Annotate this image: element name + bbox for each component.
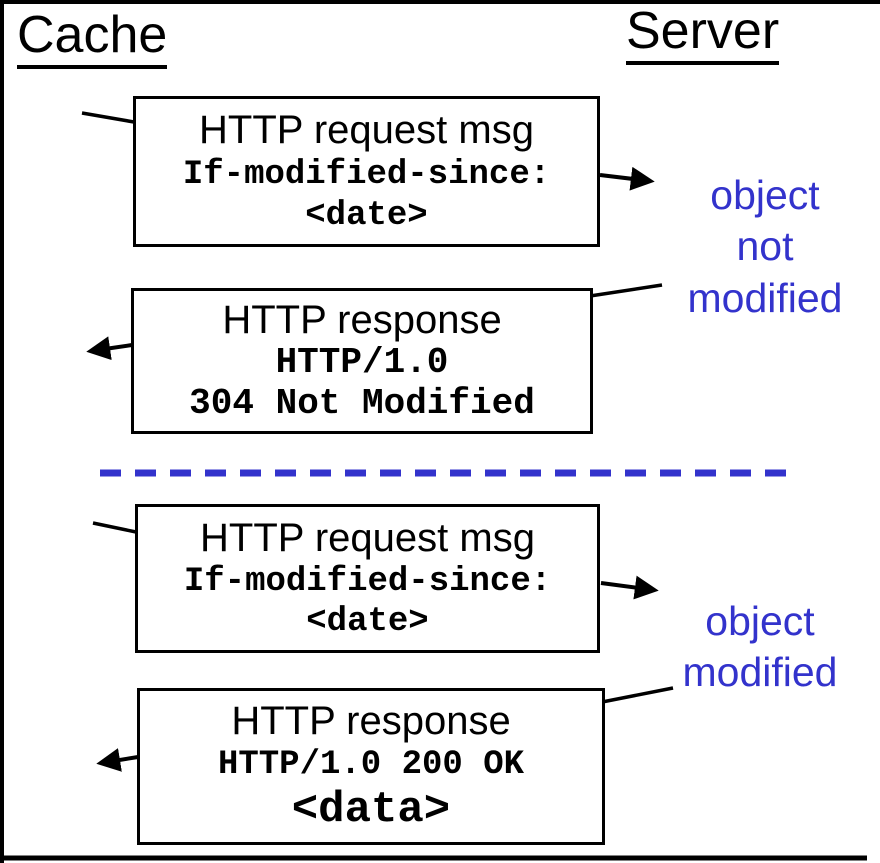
request2-to-server-arrow <box>600 575 659 600</box>
response1-to-cache-arrow <box>86 336 133 361</box>
request1-header-line: If-modified-since: <box>182 155 551 194</box>
http-response-box-2: HTTP response HTTP/1.0 200 OK <data> <box>137 688 605 845</box>
http-response-box-1: HTTP response HTTP/1.0 304 Not Modified <box>131 288 593 434</box>
response2-title: HTTP response <box>231 699 511 744</box>
http-request-box-1: HTTP request msg If-modified-since: <dat… <box>133 96 600 247</box>
response2-to-cache-arrow <box>96 748 139 772</box>
cache-to-request2-line <box>92 521 137 534</box>
object-modified-label: object modified <box>682 598 838 696</box>
cache-heading: Cache <box>17 8 168 69</box>
request1-title: HTTP request msg <box>199 108 534 153</box>
request2-header-line: If-modified-since: <box>183 562 552 601</box>
server-heading: Server <box>626 4 780 65</box>
response1-version-line: HTTP/1.0 <box>275 342 449 383</box>
request2-date-line: <date> <box>306 603 429 642</box>
request1-date-line: <date> <box>305 196 428 235</box>
response2-data-line: <data> <box>291 784 451 835</box>
request2-title: HTTP request msg <box>200 515 535 560</box>
response1-status-line: 304 Not Modified <box>189 383 535 424</box>
object-not-modified-label: object not modified <box>687 172 843 321</box>
cache-to-request1-line <box>81 111 135 124</box>
request1-to-server-arrow <box>599 166 655 191</box>
http-request-box-2: HTTP request msg If-modified-since: <dat… <box>135 504 600 653</box>
response2-status-line: HTTP/1.0 200 OK <box>217 745 525 784</box>
response1-title: HTTP response <box>222 298 502 342</box>
